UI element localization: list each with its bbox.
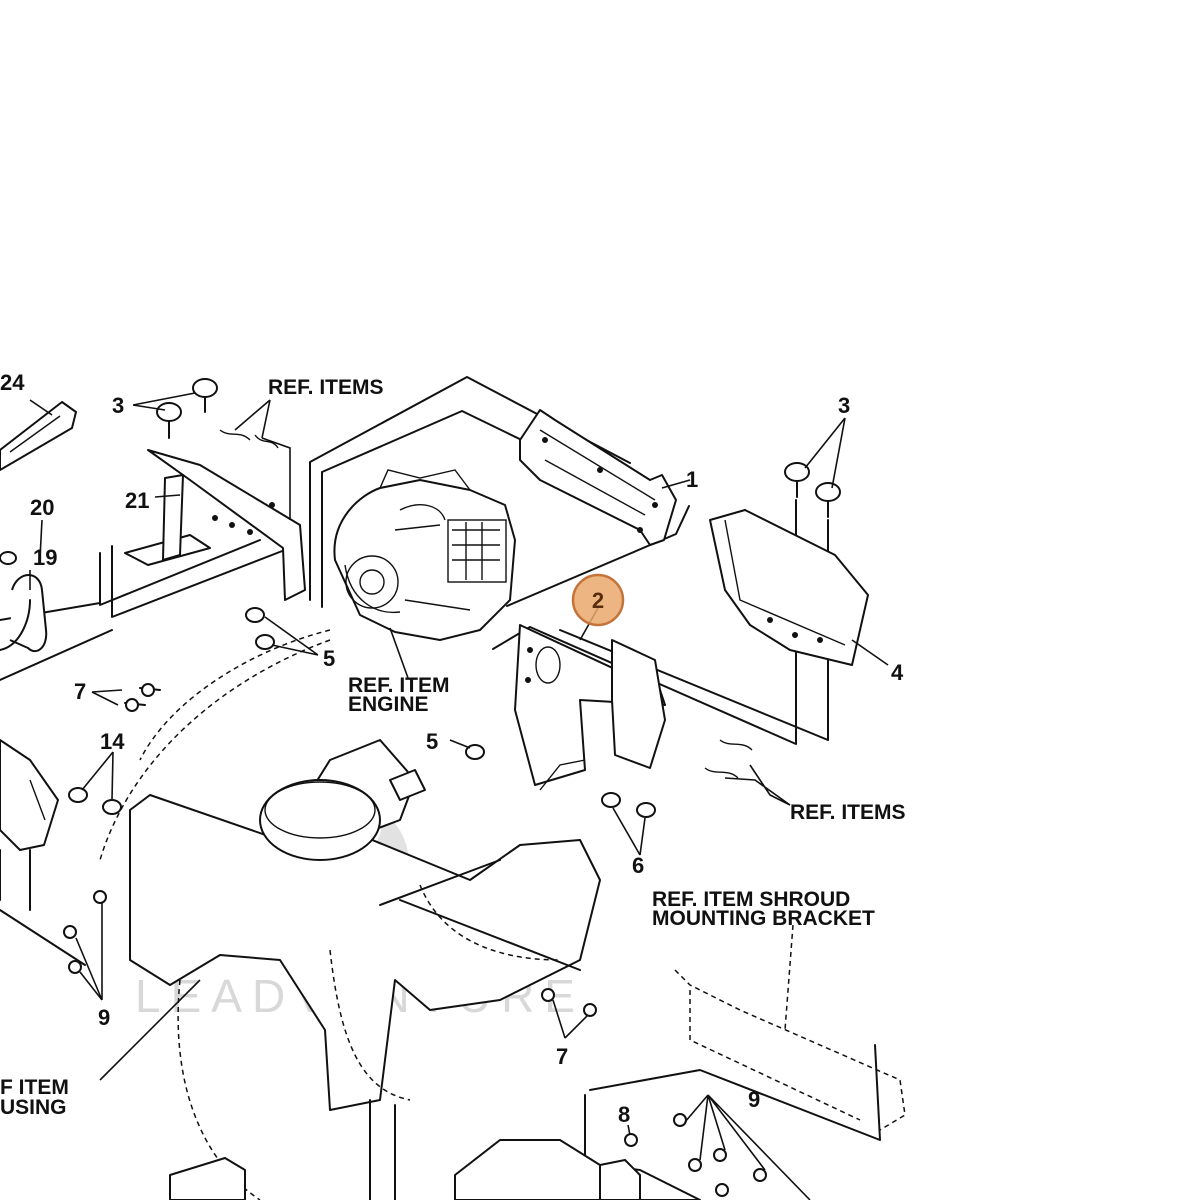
callout-9-left: 9: [98, 1005, 110, 1030]
callout-7-bottom: 7: [556, 1044, 568, 1069]
shroud-part-4: [709, 509, 869, 666]
hotspot-label[interactable]: 2: [592, 588, 604, 613]
hotspot-circle[interactable]: [571, 573, 625, 627]
label-housing-line1: F ITEM: [0, 1076, 69, 1099]
callout-20: 20: [30, 495, 54, 520]
callout-numbers: 24 3 3 1 20 19 21 5 5 4 7 14 6 9 7 8 9: [0, 370, 904, 1127]
callout-1: 1: [686, 467, 698, 492]
label-shroud-line2: MOUNTING BRACKET: [652, 907, 875, 930]
label-ref-items-top: REF. ITEMS: [268, 376, 384, 399]
label-housing-line2: USING: [0, 1096, 67, 1119]
assembly-outline: [0, 376, 829, 745]
callout-14: 14: [100, 729, 125, 754]
engine-drawing: [99, 469, 516, 861]
leader-lines: [29, 392, 889, 1200]
label-ref-item-engine-line1: REF. ITEM: [348, 674, 450, 697]
label-shroud-line1: REF. ITEM SHROUD: [652, 888, 850, 911]
reference-labels: REF. ITEMS REF. ITEM ENGINE REF. ITEMS R…: [0, 376, 906, 1119]
frame-housing: [129, 739, 601, 1200]
callout-5-lower: 5: [426, 729, 438, 754]
callout-8: 8: [618, 1102, 630, 1127]
callout-3-left: 3: [112, 393, 124, 418]
callout-4: 4: [891, 660, 904, 685]
label-ref-items-right: REF. ITEMS: [790, 801, 906, 824]
callout-5-upper: 5: [323, 646, 335, 671]
callout-7-left: 7: [74, 679, 86, 704]
shroud-mounting-bracket-ref: [454, 924, 906, 1200]
hotspot-item-2[interactable]: 2: [571, 573, 625, 627]
bracket-part-1: [519, 409, 677, 546]
callout-9-right: 9: [748, 1087, 760, 1112]
callout-6: 6: [632, 853, 644, 878]
label-ref-item-engine-line2: ENGINE: [348, 693, 429, 716]
callout-3-right: 3: [838, 393, 850, 418]
mounting-plate-part-2: [514, 624, 666, 791]
callout-19: 19: [33, 545, 57, 570]
left-parts: [0, 401, 306, 966]
callout-24: 24: [0, 370, 25, 395]
callout-21: 21: [125, 488, 149, 513]
